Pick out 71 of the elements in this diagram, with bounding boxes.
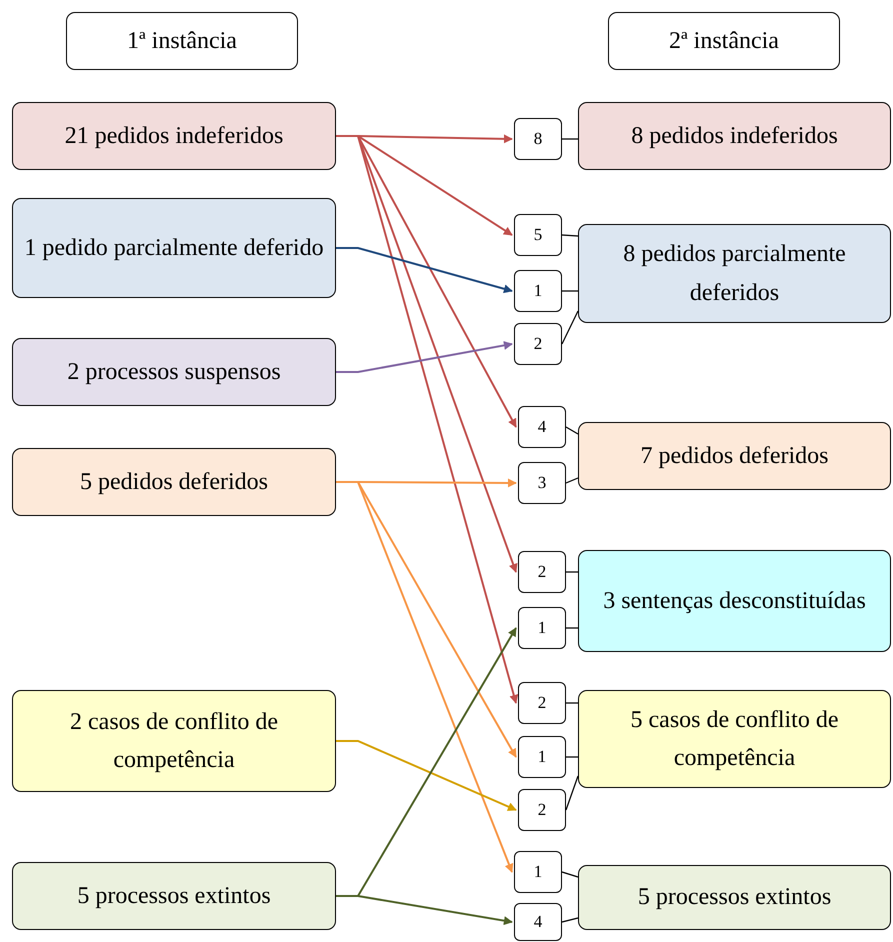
count-label: 1 bbox=[534, 280, 542, 302]
connector-line bbox=[566, 571, 578, 573]
arrow bbox=[336, 740, 517, 811]
category-box bbox=[578, 224, 891, 323]
arrow bbox=[336, 247, 513, 294]
count-label: 1 bbox=[538, 617, 546, 640]
category-box bbox=[66, 12, 298, 70]
box-label: 7 pedidos deferidos bbox=[640, 442, 828, 471]
category-box bbox=[12, 448, 336, 516]
count-label: 2 bbox=[538, 692, 546, 714]
category-box bbox=[578, 550, 891, 652]
count-box bbox=[514, 323, 562, 365]
box-label: 5 processos extintos bbox=[638, 883, 832, 912]
box-label: 2 processos suspensos bbox=[67, 358, 281, 387]
count-box bbox=[518, 607, 566, 649]
count-label: 2 bbox=[538, 561, 546, 584]
category-box bbox=[12, 690, 336, 792]
count-box bbox=[514, 851, 562, 893]
connector-line bbox=[566, 627, 578, 629]
count-box bbox=[514, 118, 562, 160]
connector-line bbox=[562, 917, 578, 923]
box-label: 8 pedidos indeferidos bbox=[631, 122, 838, 151]
box-label: 3 sentenças desconstituídas bbox=[603, 586, 866, 616]
category-box bbox=[608, 12, 840, 70]
category-box bbox=[578, 422, 891, 490]
arrow bbox=[336, 895, 513, 926]
category-box bbox=[578, 865, 891, 930]
count-box bbox=[518, 682, 566, 724]
category-box bbox=[12, 338, 336, 406]
category-box bbox=[12, 102, 336, 170]
category-box bbox=[12, 198, 336, 298]
arrow bbox=[336, 341, 513, 373]
count-label: 1 bbox=[538, 746, 546, 768]
count-label: 3 bbox=[538, 472, 546, 494]
category-box bbox=[12, 862, 336, 930]
box-label: 5 pedidos deferidos bbox=[80, 468, 268, 497]
box-label: 21 pedidos indeferidos bbox=[64, 122, 284, 151]
count-box bbox=[518, 736, 566, 778]
count-label: 8 bbox=[534, 128, 542, 150]
count-label: 1 bbox=[534, 861, 542, 884]
connector-line bbox=[565, 776, 579, 810]
count-box bbox=[514, 214, 562, 256]
count-label: 5 bbox=[534, 224, 542, 246]
connector-line bbox=[566, 702, 578, 704]
box-label: 8 pedidos parcialmente deferidos bbox=[622, 240, 847, 308]
count-label: 4 bbox=[538, 416, 546, 438]
connector-line bbox=[562, 290, 578, 292]
count-label: 2 bbox=[534, 333, 542, 356]
count-box bbox=[514, 903, 562, 941]
category-box bbox=[578, 690, 891, 788]
count-box bbox=[514, 270, 562, 312]
connector-line bbox=[566, 477, 578, 484]
connector-line bbox=[562, 234, 578, 237]
box-label: 5 processos extintos bbox=[77, 882, 271, 911]
connector-line bbox=[562, 138, 578, 140]
count-box bbox=[518, 462, 566, 504]
count-label: 4 bbox=[534, 911, 542, 934]
box-label: 2 casos de conflito de competência bbox=[69, 708, 279, 775]
box-label: 1ª instância bbox=[127, 26, 237, 56]
count-box bbox=[518, 551, 566, 593]
count-box bbox=[518, 406, 566, 448]
connector-line bbox=[566, 756, 578, 758]
box-label: 5 casos de conflito de competência bbox=[630, 706, 840, 773]
category-box bbox=[578, 102, 891, 170]
box-label: 2ª instância bbox=[669, 26, 779, 56]
box-label: 1 pedido parcialmente deferido bbox=[24, 234, 324, 263]
count-label: 2 bbox=[538, 799, 546, 822]
connector-line bbox=[562, 871, 578, 878]
connector-line bbox=[566, 426, 578, 435]
connector-line bbox=[561, 310, 579, 344]
count-box bbox=[518, 789, 566, 831]
